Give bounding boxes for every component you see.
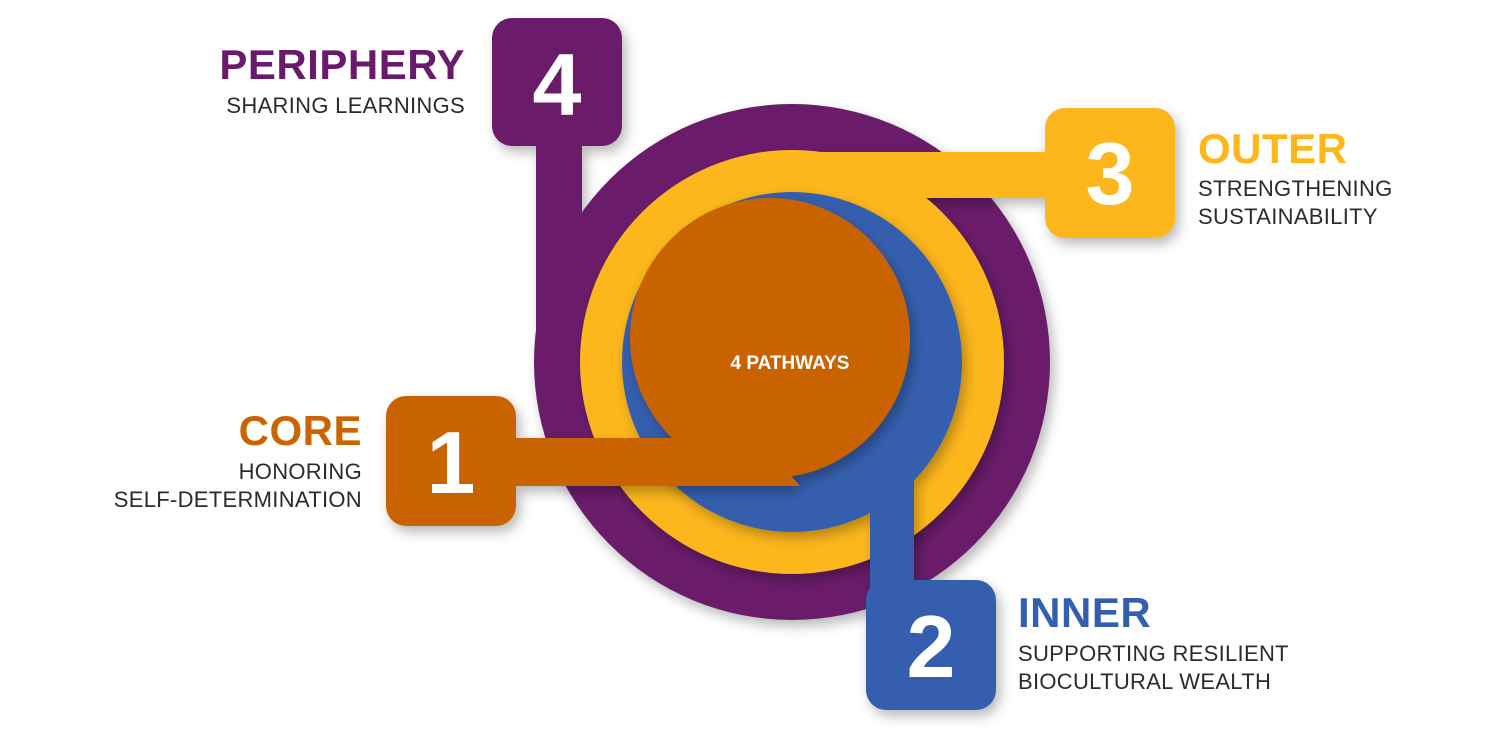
core-title: CORE (238, 407, 362, 454)
inner-subtitle-line2: BIOCULTURAL WEALTH (1018, 669, 1272, 694)
inner-number: 2 (907, 597, 956, 696)
core-subtitle-line2: SELF-DETERMINATION (113, 487, 362, 512)
inner-number-box[interactable] (866, 580, 996, 710)
periphery-connector (536, 100, 582, 330)
core-number: 1 (427, 413, 476, 512)
periphery-title: PERIPHERY (219, 41, 465, 88)
outer-number-box[interactable] (1045, 108, 1175, 238)
outer-subtitle-line2: SUSTAINABILITY (1198, 204, 1378, 229)
core-number-box[interactable] (386, 396, 516, 526)
core-connector (490, 438, 800, 486)
periphery-number-box[interactable] (492, 18, 622, 146)
core-circle (630, 198, 910, 478)
inner-connector (870, 400, 914, 600)
outer-subtitle-line1: STRENGTHENING (1198, 176, 1393, 201)
outer-number: 3 (1086, 124, 1135, 223)
center-label: 4 PATHWAYS (731, 353, 850, 374)
inner-subtitle-line1: SUPPORTING RESILIENT (1018, 641, 1289, 666)
inner-title: INNER (1018, 589, 1152, 636)
periphery-number: 4 (533, 35, 582, 134)
outer-title: OUTER (1198, 125, 1348, 172)
core-subtitle-line1: HONORING (238, 459, 362, 484)
core-group (386, 198, 910, 526)
periphery-subtitle: SHARING LEARNINGS (226, 93, 465, 118)
